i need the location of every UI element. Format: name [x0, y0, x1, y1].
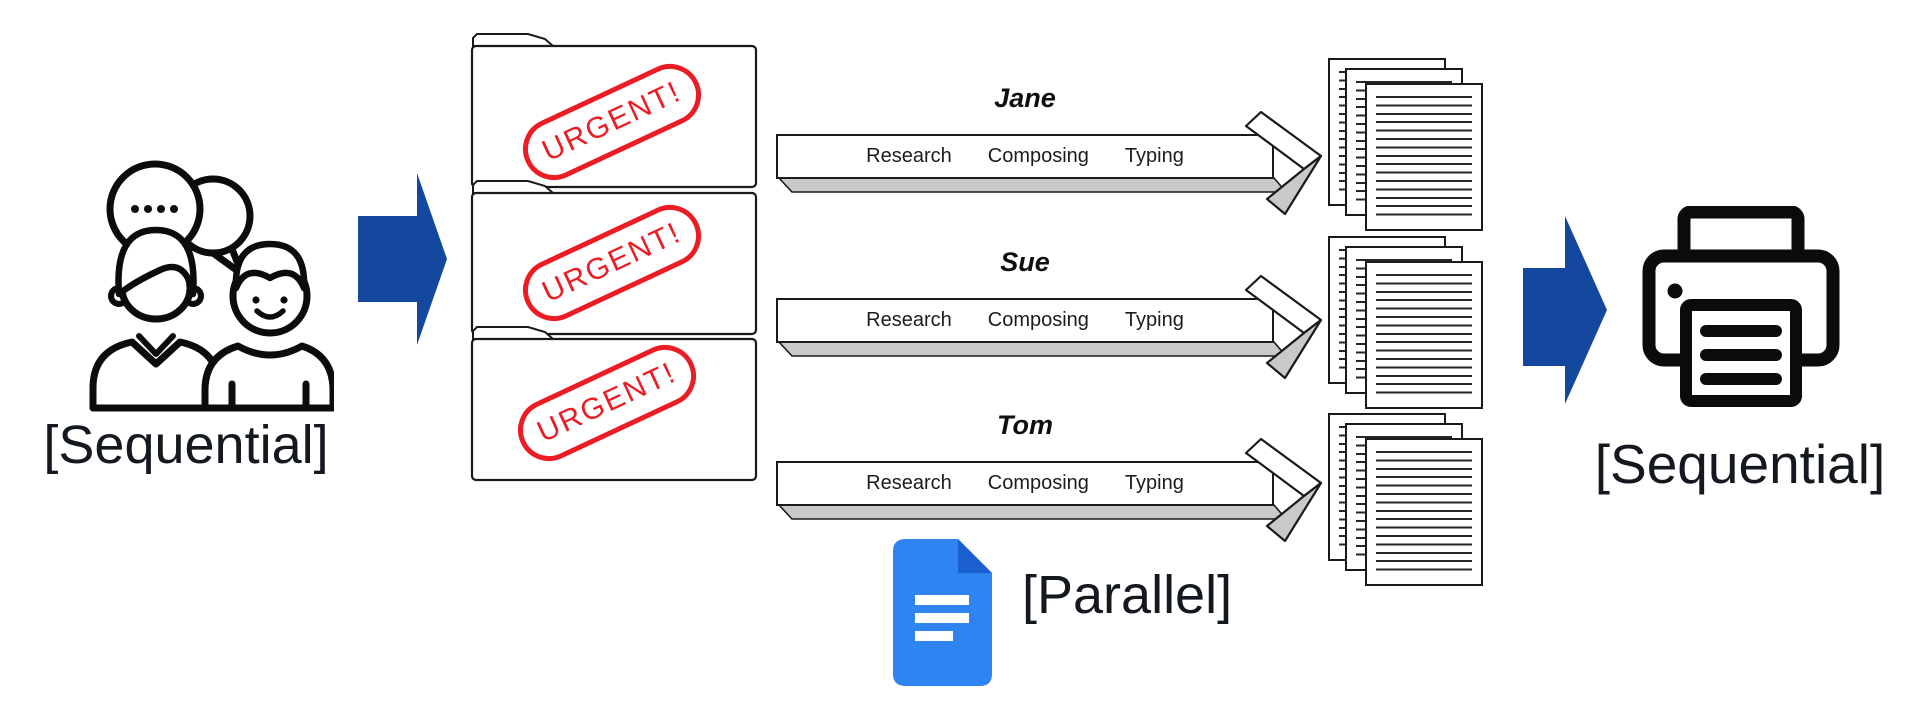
printer-icon	[1642, 206, 1840, 407]
stage-label: Research	[866, 145, 952, 167]
task-arrow-jane	[776, 110, 1323, 216]
stage-labels-sue: Research Composing Typing	[777, 299, 1273, 342]
folder-icon	[470, 33, 758, 189]
document-stack-icon	[1328, 236, 1493, 418]
folder-icon	[470, 326, 758, 482]
stage-labels-jane: Research Composing Typing	[777, 135, 1273, 178]
folder-icon	[470, 180, 758, 336]
sequential-left-label: [Sequential]	[43, 415, 329, 475]
stage-label: Research	[866, 309, 952, 331]
stage-label: Composing	[987, 472, 1089, 494]
parallel-label: [Parallel]	[1022, 565, 1233, 625]
document-stack-icon	[1328, 58, 1493, 240]
worker-name-sue: Sue	[1000, 247, 1050, 277]
worker-name-jane: Jane	[994, 83, 1056, 113]
worker-name-tom: Tom	[997, 410, 1053, 440]
person-left-icon	[89, 226, 223, 412]
two-people-talking-icon	[89, 160, 334, 412]
docs-text-lines	[915, 595, 969, 641]
stage-label: Composing	[987, 309, 1089, 331]
stage-label: Research	[866, 472, 952, 494]
stage-label: Composing	[987, 145, 1089, 167]
page-icon	[1365, 83, 1483, 231]
google-docs-icon	[893, 539, 992, 686]
task-arrow-tom	[776, 437, 1323, 543]
person-right-icon	[201, 240, 334, 412]
stage-label: Typing	[1124, 472, 1184, 494]
page-icon	[1365, 261, 1483, 409]
block-arrow-left-icon	[358, 173, 447, 345]
stage-label: Typing	[1124, 309, 1184, 331]
stage-label: Typing	[1124, 145, 1184, 167]
page-icon	[1365, 438, 1483, 586]
task-arrow-sue	[776, 274, 1323, 380]
stage-labels-tom: Research Composing Typing	[777, 462, 1273, 505]
sequential-right-label: [Sequential]	[1594, 433, 1886, 495]
document-stack-icon	[1328, 413, 1493, 595]
block-arrow-right-icon	[1523, 216, 1607, 404]
